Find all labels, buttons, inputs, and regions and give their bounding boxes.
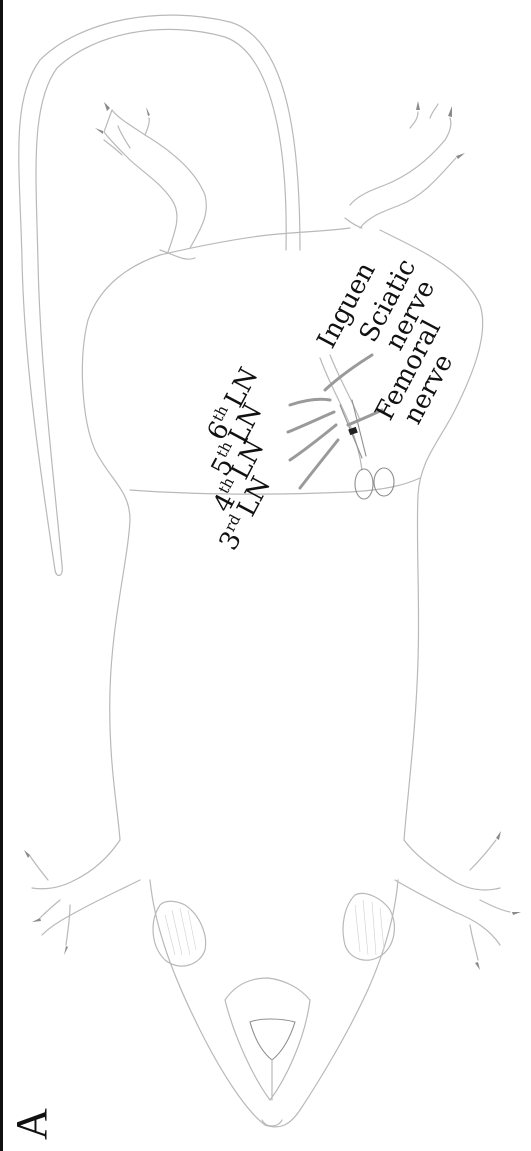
line-4th-ln bbox=[290, 425, 336, 460]
line-5th-ln bbox=[288, 412, 334, 432]
right-forelimb bbox=[395, 831, 521, 970]
panel-letter: A bbox=[7, 1108, 56, 1140]
frame-bar bbox=[0, 0, 3, 1151]
dissection-field bbox=[320, 355, 394, 499]
right-hind-foot bbox=[345, 101, 465, 228]
pointer-lines bbox=[288, 355, 382, 488]
ear-hatching bbox=[165, 900, 384, 955]
head bbox=[150, 880, 398, 1127]
line-6th-ln bbox=[290, 399, 330, 405]
left-forelimb bbox=[24, 840, 140, 955]
left-hind-foot bbox=[95, 102, 206, 259]
